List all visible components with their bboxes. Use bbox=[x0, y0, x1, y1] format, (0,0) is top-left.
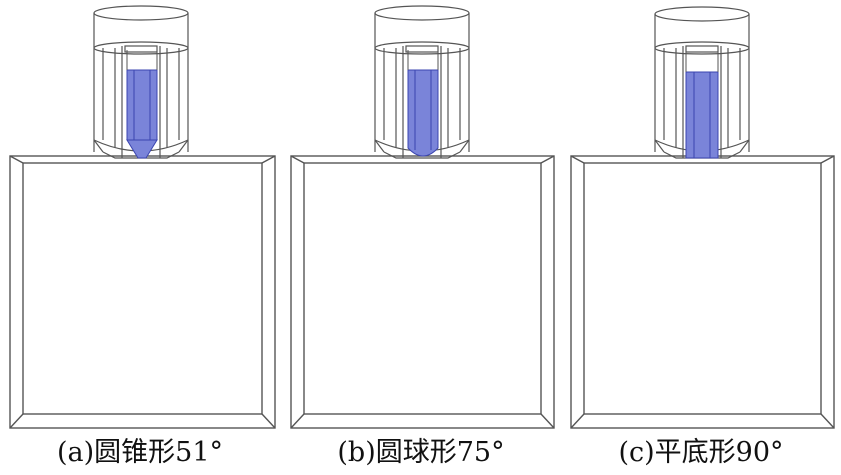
caption-a: (a)圆锥形51° bbox=[56, 437, 224, 468]
wireframe-drawing-b bbox=[290, 5, 555, 429]
panel-b: (b)圆球形75° bbox=[281, 0, 561, 475]
panel-a: (a)圆锥形51° bbox=[0, 0, 280, 475]
caption-c: (c)平底形90° bbox=[618, 437, 784, 468]
wireframe-drawing-c bbox=[570, 6, 835, 429]
wireframe-drawing-a bbox=[9, 5, 276, 429]
caption-b: (b)圆球形75° bbox=[337, 437, 505, 468]
panel-c: (c)平底形90° bbox=[561, 0, 841, 475]
